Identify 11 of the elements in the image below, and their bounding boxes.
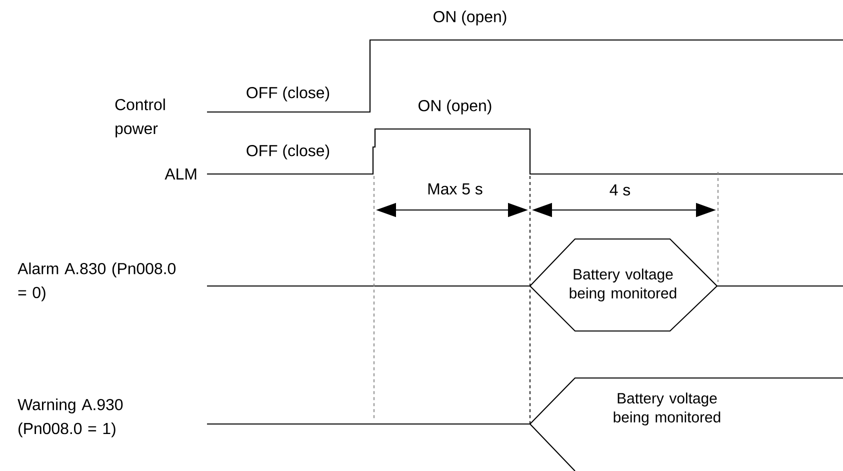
signal-name: Alarm A.830 (Pn008.0 = 0) bbox=[18, 262, 176, 302]
state-label: OFF (close) bbox=[246, 86, 330, 102]
state-label: ON (open) bbox=[418, 100, 492, 114]
hexagon-state: Battery voltage being monitored bbox=[529, 238, 718, 332]
signal-name: Control power bbox=[115, 98, 165, 138]
dimension-label: Max 5 s bbox=[428, 183, 482, 195]
signal-name: Warning A.930 (Pn008.0 = 1) bbox=[18, 398, 123, 438]
signal-name: ALM bbox=[164, 168, 196, 180]
state-label: ON (open) bbox=[434, 10, 506, 26]
state-label: OFF (close) bbox=[246, 144, 330, 160]
dimension-label: 4 s bbox=[610, 184, 630, 196]
